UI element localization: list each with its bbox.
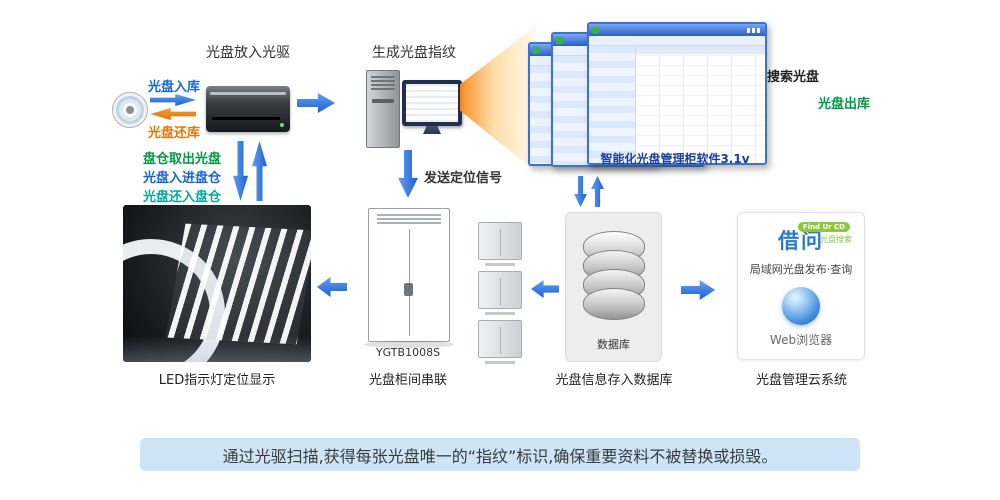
label-bin-in: 光盘入进盘仓 (143, 171, 222, 186)
photo-floor-glow (123, 336, 311, 362)
database-disk (582, 288, 645, 320)
bin-labels: 盘仓取出光盘 光盘入进盘仓 光盘还入盘仓 (143, 150, 221, 207)
cloud-brand-sub: 光盘搜索 (820, 235, 852, 244)
mini-cabinet-image (478, 320, 522, 364)
arrow-software-to-db-icon (574, 176, 587, 207)
drive-top-face (210, 92, 286, 95)
arrow-disc-in-icon (150, 94, 196, 106)
cloud-brand-row: 借问 Find Ur CD 光盘搜索 (738, 222, 864, 255)
cloud-browser-label: Web浏览器 (769, 333, 833, 347)
window-controls-icon (747, 27, 762, 33)
label-bin-return: 光盘还入盘仓 (143, 190, 222, 205)
window-toolbar (589, 36, 765, 46)
cd-disc-icon (112, 92, 148, 128)
label-send-signal: 发送定位信号 (424, 171, 503, 186)
mini-cabinet-image (478, 271, 522, 315)
arrow-send-signal-icon (398, 150, 418, 198)
database-cylinder-icon (582, 231, 645, 320)
pc-tower-image (366, 70, 400, 148)
label-disc-out: 光盘出库 (818, 97, 871, 112)
cabinet-lock-icon (404, 282, 414, 296)
summary-banner: 通过光驱扫描,获得每张光盘唯一的“指纹”标识,确保重要资料不被替换或损毁。 (140, 438, 860, 471)
optical-drive-image (206, 86, 290, 132)
section-title-drive: 光盘放入光驱 (206, 45, 290, 61)
pc-monitor-screen (406, 84, 458, 122)
software-title: 智能化光盘管理柜软件3.1v (600, 152, 750, 166)
mini-cabinet-stack (478, 222, 522, 364)
arrow-cabinet-to-led-icon (317, 277, 347, 297)
drive-led-icon (280, 123, 284, 127)
mini-cabinet-image (478, 222, 522, 266)
label-bin-out: 盘仓取出光盘 (143, 152, 222, 167)
arrow-disc-return-icon (150, 108, 196, 120)
drive-tray-slot (212, 117, 280, 120)
label-disc-in: 光盘入库 (148, 80, 201, 95)
window-sidebar (589, 46, 636, 163)
section-title-fingerprint: 生成光盘指纹 (372, 45, 456, 61)
cloud-badge: Find Ur CD (797, 222, 850, 232)
window-sidebar (553, 56, 593, 165)
disc-tray-slats (165, 223, 311, 345)
caption-cabinet: 光盘柜间串联 (368, 373, 447, 388)
window-titlebar (589, 24, 765, 36)
software-window-front (587, 22, 767, 165)
app-icon (592, 26, 599, 34)
caption-database: 光盘信息存入数据库 (555, 373, 673, 388)
app-icon (556, 36, 563, 44)
arrow-db-to-software-icon (591, 176, 604, 207)
led-display-photo (123, 205, 311, 362)
caption-cloud: 光盘管理云系统 (755, 373, 847, 388)
arrow-drive-to-pc-icon (297, 93, 335, 113)
cloud-brand: 借问 (778, 229, 824, 253)
cloud-description: 局域网光盘发布·查询 (749, 263, 853, 276)
arrow-db-to-cabinet-icon (531, 280, 559, 298)
disc-cabinet-image (364, 208, 454, 348)
cabinet-door-split (409, 229, 410, 336)
label-disc-return: 光盘还库 (148, 126, 201, 141)
web-browser-sphere-icon (782, 287, 820, 325)
label-search-disc: 搜索光盘 (767, 70, 820, 85)
database-label: 数据库 (597, 338, 630, 351)
arrow-bin-down-icon (233, 141, 248, 201)
pc-monitor-image (402, 80, 462, 134)
arrow-db-to-cloud-icon (681, 280, 715, 300)
window-table (635, 46, 765, 163)
arrow-bin-up-icon (252, 141, 267, 201)
app-icon (533, 46, 540, 54)
caption-led: LED指示灯定位显示 (158, 373, 276, 388)
cabinet-model-label: YGTB1008S (375, 346, 441, 359)
cloud-system-card: 借问 Find Ur CD 光盘搜索 局域网光盘发布·查询 Web浏览器 (737, 212, 865, 360)
pc-monitor-stand (423, 126, 441, 134)
database-card: 数据库 (565, 212, 662, 362)
